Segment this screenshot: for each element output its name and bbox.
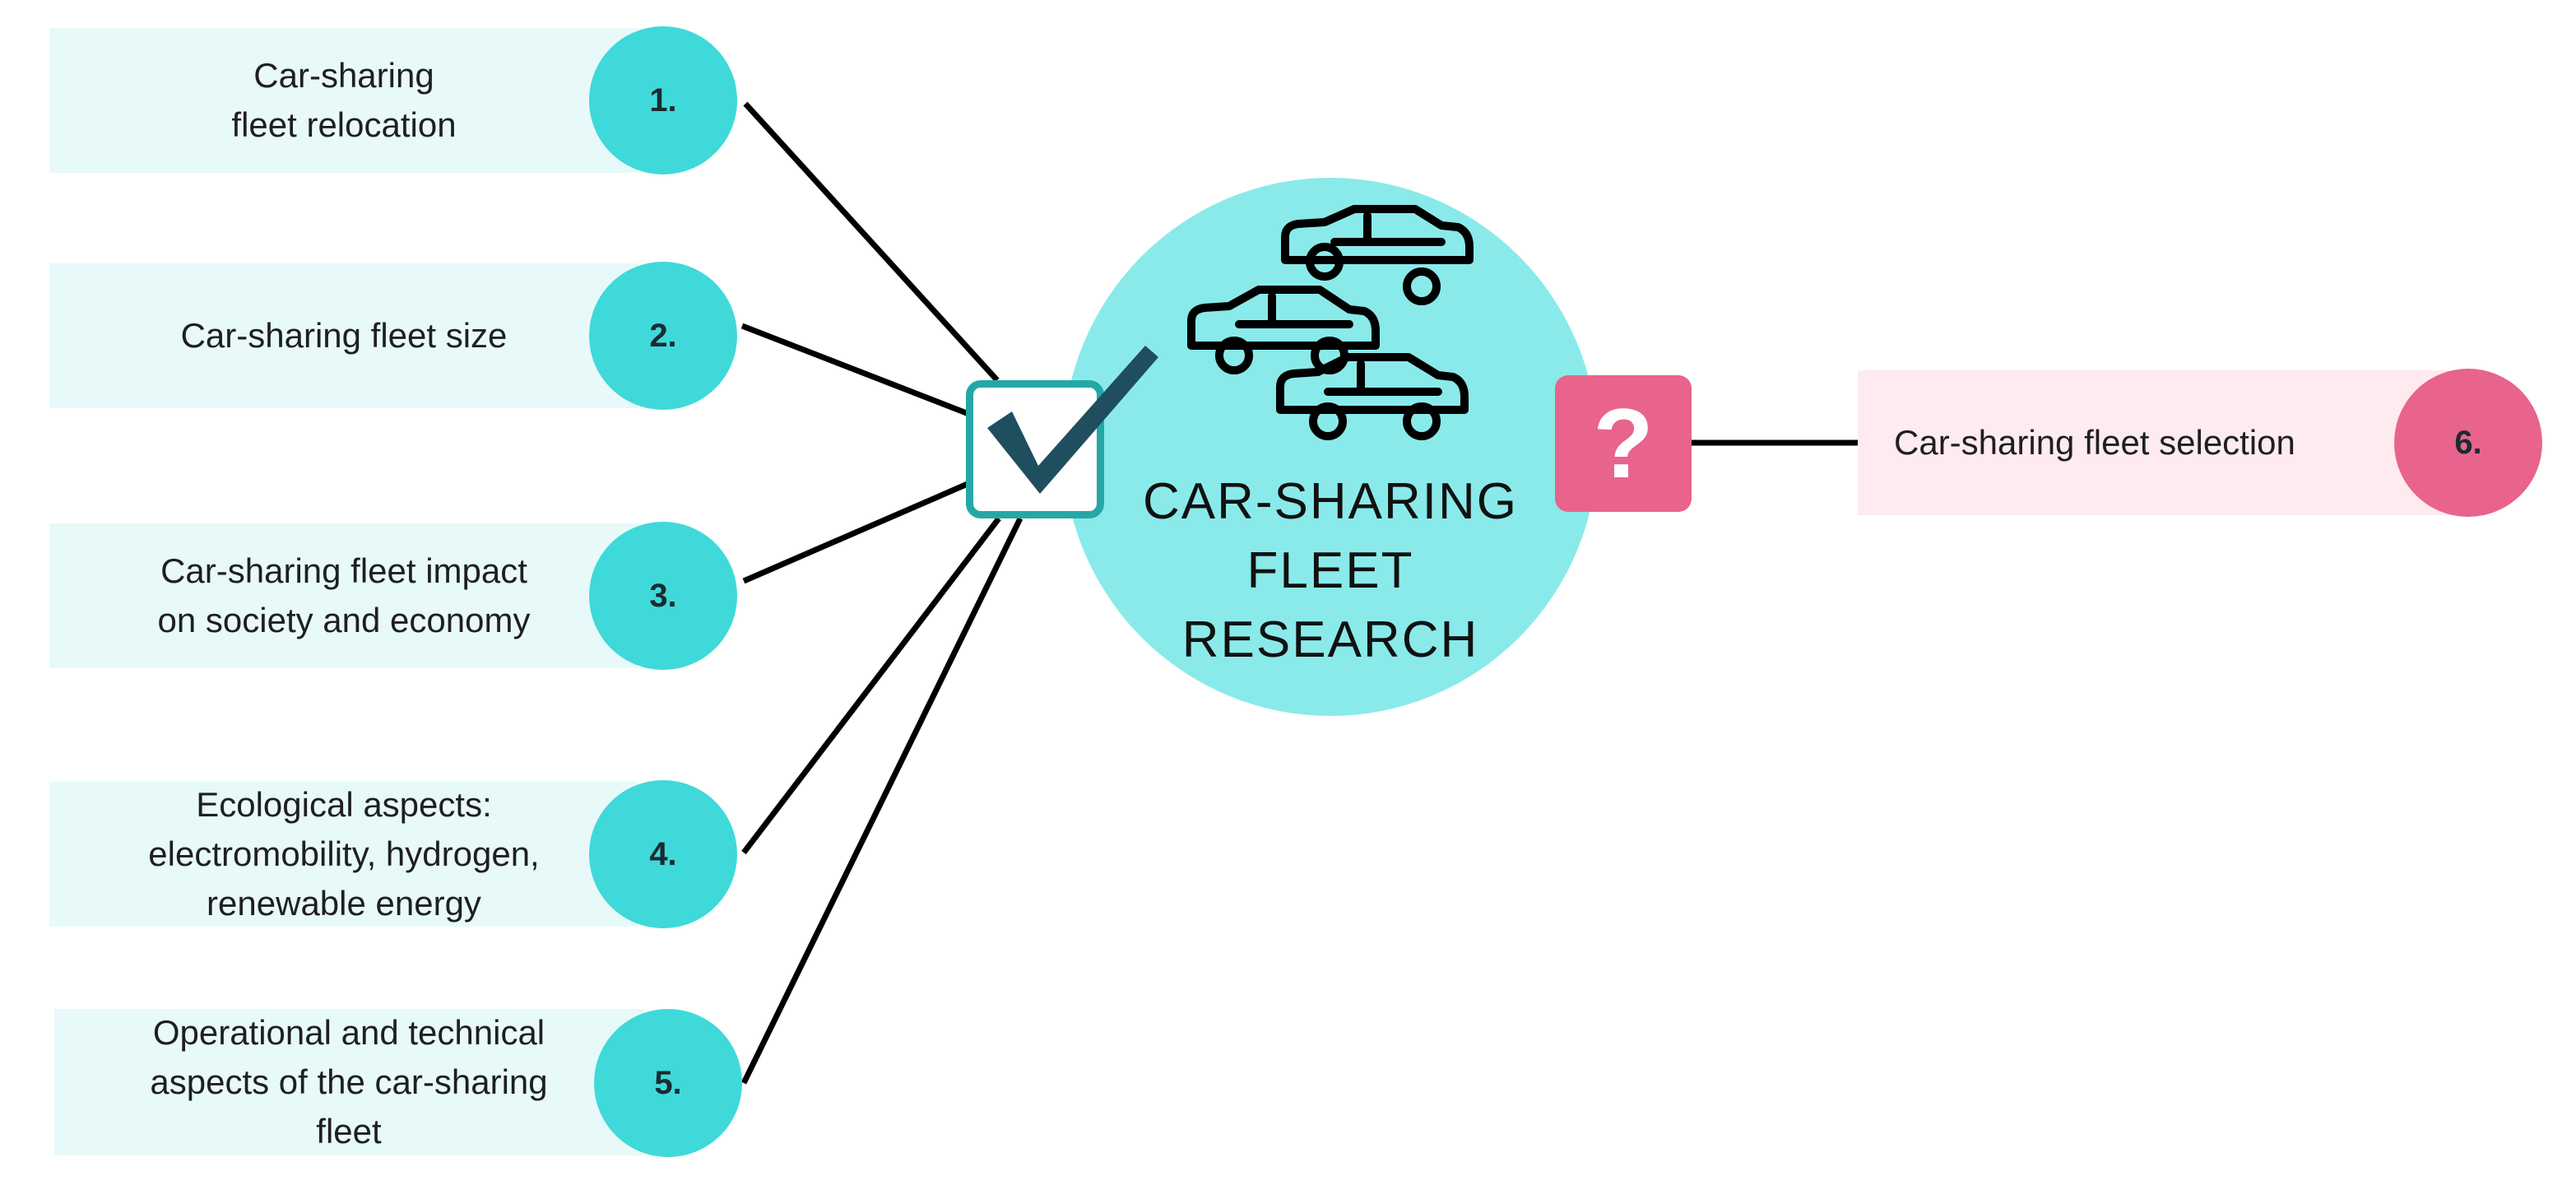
topic-label-5: Operational and technical aspects of the… xyxy=(150,1013,548,1150)
topic-label-3: Car-sharing fleet impact on society and … xyxy=(157,551,531,639)
topic-box-5: Operational and technical aspects of the… xyxy=(54,1009,643,1155)
topic-number-1: 1. xyxy=(589,26,737,174)
topic-label-2: Car-sharing fleet size xyxy=(180,316,508,355)
selection-label: Car-sharing fleet selection xyxy=(1894,423,2295,462)
connector-3 xyxy=(742,481,969,584)
selection-box: Car-sharing fleet selection xyxy=(1858,370,2463,515)
topic-box-4: Ecological aspects: electromobility, hyd… xyxy=(49,782,638,927)
topic-number-2: 2. xyxy=(589,262,737,410)
connector-5 xyxy=(740,517,1023,1085)
car-icon-front xyxy=(1276,353,1469,440)
connector-1 xyxy=(743,101,1000,383)
topic-number-3: 3. xyxy=(589,522,737,670)
research-hub-circle xyxy=(1063,178,1598,716)
topic-box-1: Car-sharing fleet relocation xyxy=(49,28,638,173)
topic-number-5: 5. xyxy=(594,1009,742,1157)
connector-2 xyxy=(740,323,972,418)
selection-number: 6. xyxy=(2394,369,2542,517)
car-icon-back xyxy=(1281,205,1474,305)
hub-title: CAR-SHARING FLEET RESEARCH xyxy=(1142,473,1519,668)
topic-box-3: Car-sharing fleet impact on society and … xyxy=(49,523,638,668)
topic-label-4: Ecological aspects: electromobility, hyd… xyxy=(148,785,540,923)
question-mark-box: ? xyxy=(1555,375,1692,512)
topic-box-2: Car-sharing fleet size xyxy=(49,263,638,408)
topic-number-4: 4. xyxy=(589,780,737,928)
checkmark-box xyxy=(966,380,1104,518)
connector-4 xyxy=(741,516,1001,855)
topic-label-1: Car-sharing fleet relocation xyxy=(231,56,457,144)
